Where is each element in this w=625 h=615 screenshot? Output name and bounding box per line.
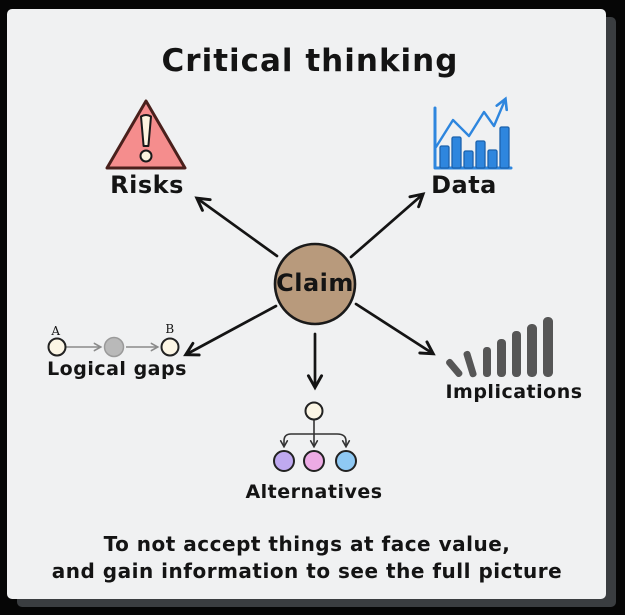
claim-node <box>273 242 357 326</box>
alt-circle-2 <box>303 450 325 472</box>
page-title: Critical thinking <box>161 43 459 79</box>
claim-arrows <box>187 195 432 386</box>
node-link-gap-icon <box>47 336 180 358</box>
growth-bar-chart-icon <box>433 100 513 170</box>
data-label: Data <box>431 171 497 199</box>
footer-line-1: To not accept things at face value, <box>103 532 511 556</box>
rising-bars-icon <box>446 317 553 378</box>
alt-circle-3 <box>335 450 357 472</box>
arrow-to-risks <box>198 199 279 258</box>
branching-tree-icon <box>273 401 357 472</box>
alt-circle-1 <box>273 450 295 472</box>
point-b-label: B <box>165 322 175 336</box>
footer-line-2: and gain information to see the full pic… <box>51 559 563 583</box>
point-a-label: A <box>51 324 61 338</box>
root-circle <box>304 401 324 421</box>
logical-gaps-label: Logical gaps <box>47 358 187 380</box>
warning-triangle-icon <box>105 99 187 170</box>
arrow-to-data <box>349 195 422 259</box>
arrow-to-implications <box>354 302 432 353</box>
claim-label: Claim <box>276 269 354 297</box>
risks-label: Risks <box>110 171 184 199</box>
alternatives-label: Alternatives <box>245 481 383 503</box>
node-a-circle <box>47 337 67 357</box>
arrow-to-logical-gaps <box>187 304 278 354</box>
implications-label: Implications <box>445 381 583 403</box>
node-b-circle <box>160 337 180 357</box>
gap-circle <box>103 336 125 358</box>
